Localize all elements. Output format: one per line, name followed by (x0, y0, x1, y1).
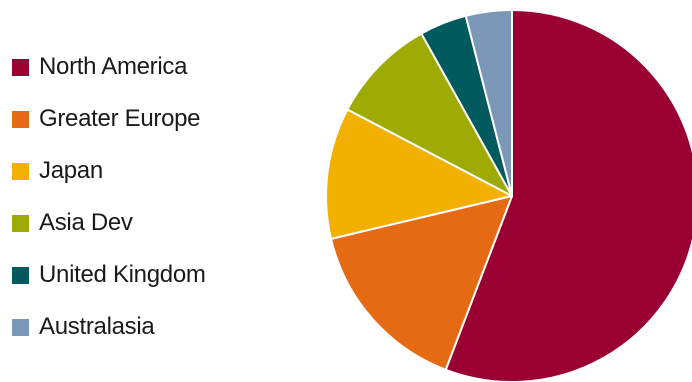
legend-item-united-kingdom: United Kingdom (12, 249, 206, 301)
legend-swatch-greater-europe (12, 110, 29, 128)
pie-slice-greater-europe (330, 195, 513, 371)
legend-swatch-asia-dev (12, 214, 29, 232)
legend-label-north-america: North America (39, 53, 188, 80)
legend-label-united-kingdom: United Kingdom (39, 261, 206, 288)
legend-item-japan: Japan (12, 145, 206, 197)
legend-swatch-japan (12, 162, 29, 180)
legend-swatch-united-kingdom (12, 266, 29, 284)
legend-label-australasia: Australasia (39, 313, 155, 340)
pie-slice-asia-dev (346, 32, 513, 197)
chart-legend: North America Greater Europe Japan Asia … (12, 41, 206, 353)
legend-item-australasia: Australasia (12, 301, 206, 353)
pie-slice-north-america (444, 9, 692, 382)
legend-item-north-america: North America (12, 41, 206, 93)
legend-swatch-north-america (12, 58, 29, 76)
legend-label-greater-europe: Greater Europe (39, 105, 201, 132)
legend-label-asia-dev: Asia Dev (39, 209, 133, 236)
legend-swatch-australasia (12, 318, 29, 336)
legend-item-greater-europe: Greater Europe (12, 93, 206, 145)
pie-slice-japan (325, 108, 513, 240)
legend-label-japan: Japan (39, 157, 103, 184)
pie-slice-australasia (464, 9, 513, 197)
legend-item-asia-dev: Asia Dev (12, 197, 206, 249)
